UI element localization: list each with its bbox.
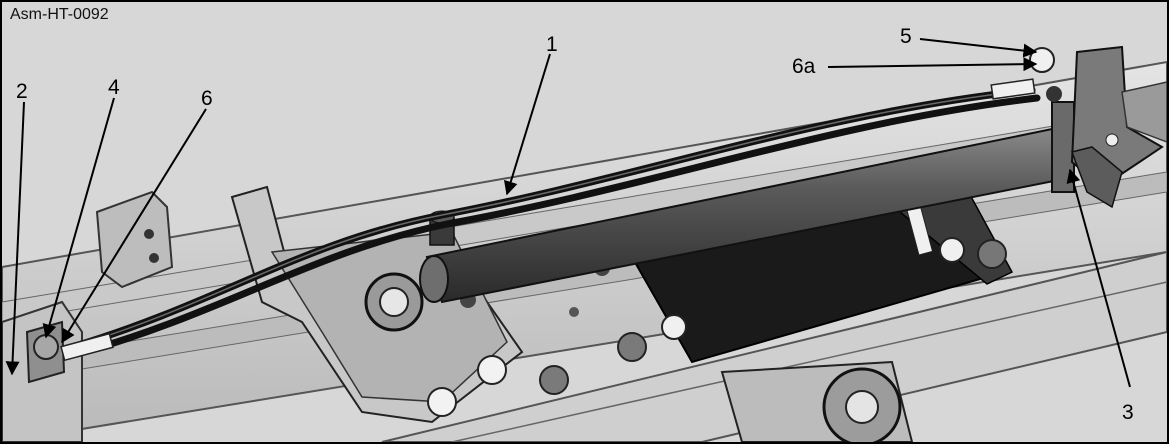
callout-6a: 6a <box>792 55 816 78</box>
callout-5: 5 <box>900 25 912 48</box>
leader-4 <box>42 97 115 339</box>
callout-6: 6 <box>201 87 213 110</box>
callout-4: 4 <box>108 76 120 99</box>
callout-3: 3 <box>1122 401 1134 424</box>
end-mount <box>1029 45 1167 209</box>
leader-3 <box>1066 168 1131 388</box>
leader-6a <box>827 57 1038 72</box>
pivot-arm <box>720 360 914 442</box>
callout-2: 2 <box>16 80 28 103</box>
leader-2 <box>5 101 25 376</box>
callout-1: 1 <box>546 33 558 56</box>
lower-rail <box>381 250 1167 442</box>
leader-1 <box>504 53 551 196</box>
callout-leaders <box>5 38 1131 388</box>
hydraulic-hoses <box>60 78 1041 362</box>
leader-6 <box>61 108 207 344</box>
leader-5 <box>919 38 1038 58</box>
figure-id: Asm-HT-0092 <box>10 6 109 23</box>
